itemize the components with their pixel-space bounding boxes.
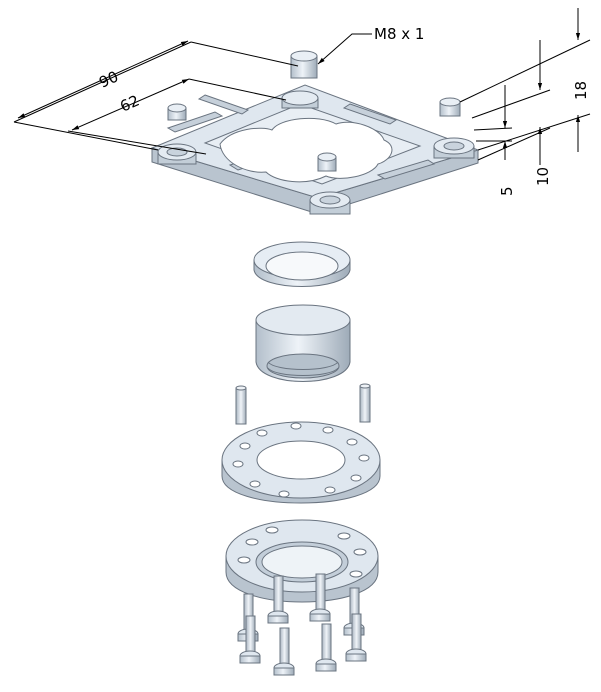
dowel-pin-left <box>235 385 247 425</box>
screw <box>239 615 261 664</box>
dim-nut-height: 5 <box>498 186 516 196</box>
dim-overall-height: 18 <box>572 81 590 100</box>
plate-stud-center <box>317 152 337 172</box>
screw <box>267 575 289 624</box>
screw <box>273 627 295 676</box>
adapter-disc <box>221 421 381 504</box>
dowel-pin-right <box>359 383 371 423</box>
base-flange <box>225 519 379 603</box>
dim-flange-height: 10 <box>534 167 552 186</box>
screw <box>345 613 367 662</box>
dim-outer-width: 90 <box>96 67 121 91</box>
plate-nut-front <box>309 191 351 215</box>
screw-set <box>237 573 367 676</box>
center-opening <box>219 117 393 183</box>
screw <box>315 623 337 672</box>
plate-nut-top <box>290 50 318 79</box>
plate-nut-center <box>281 90 319 109</box>
plate-stud-back-left <box>167 103 187 121</box>
plate-stud-back-right <box>439 97 461 117</box>
adapter-plate <box>150 50 480 215</box>
sleeve-ring <box>253 241 351 287</box>
threaded-bushing <box>255 304 351 382</box>
thread-label: M8 x 1 <box>374 25 424 43</box>
dim-inner-width: 62 <box>117 91 142 115</box>
screw <box>309 573 331 622</box>
plate-nut-right <box>433 137 475 159</box>
